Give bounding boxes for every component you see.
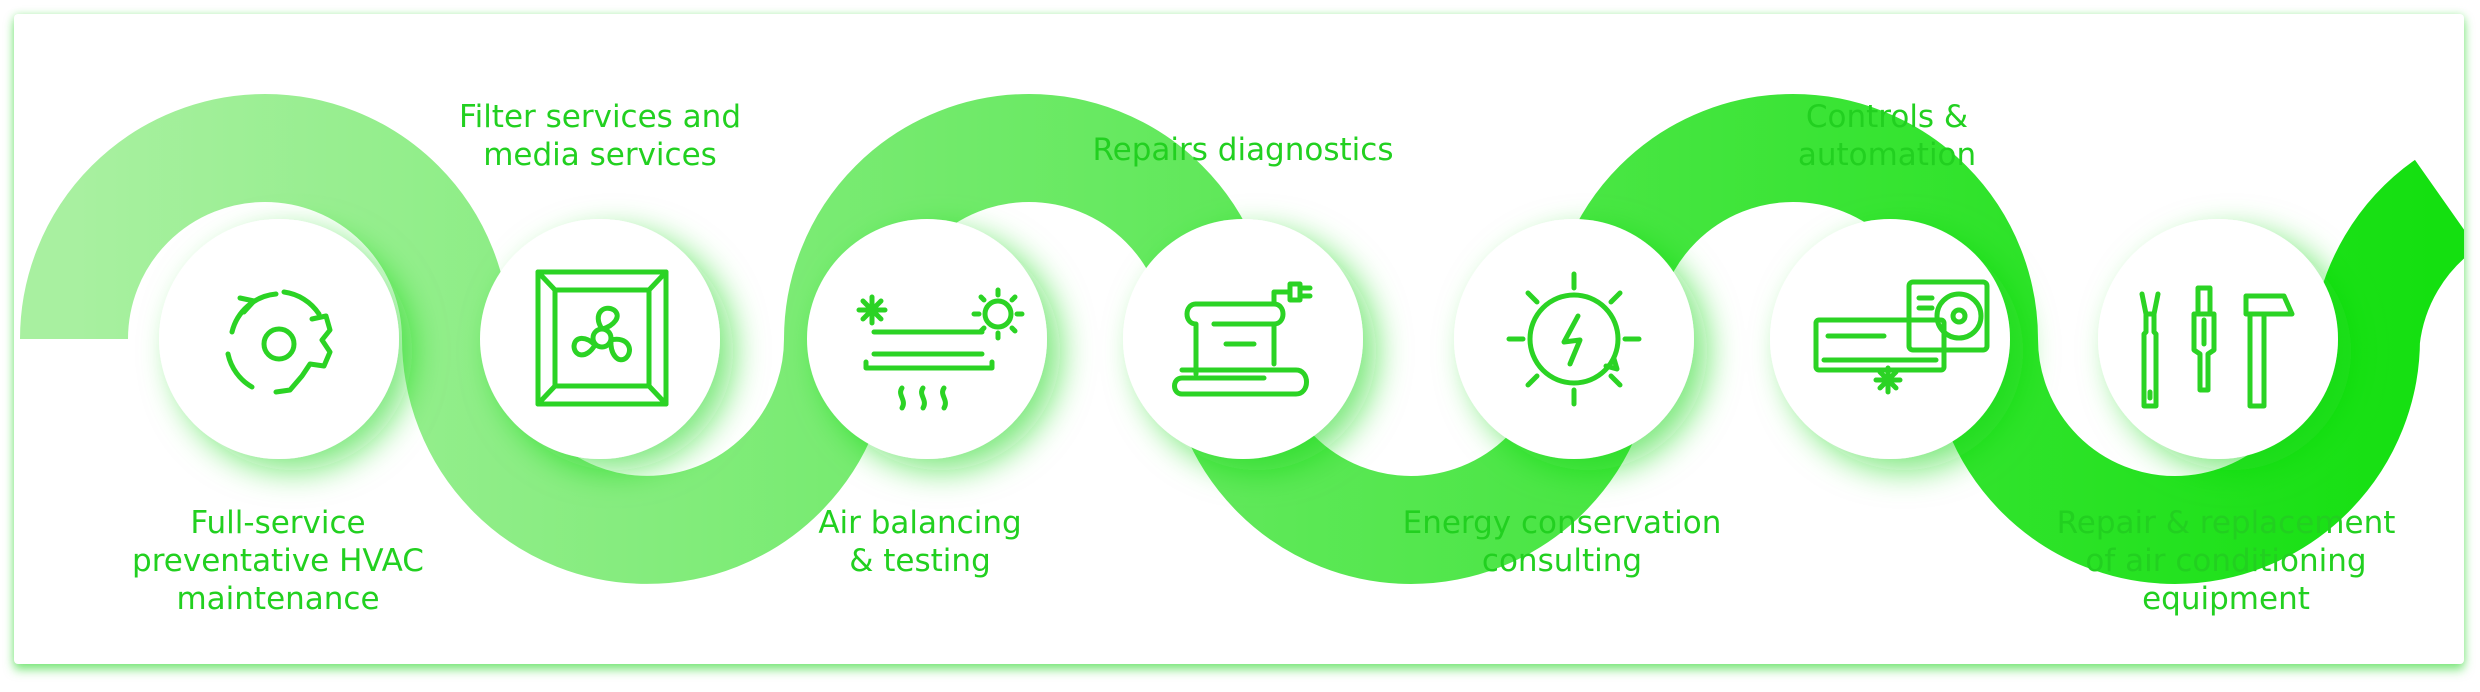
gear-cycle-icon <box>225 289 333 395</box>
ac-units-icon <box>1813 279 1990 395</box>
step-label-2: Filter services and media services <box>459 99 741 173</box>
blueprint-scroll-icon <box>1172 281 1313 397</box>
step-label-1: Full-service preventative HVAC maintenan… <box>132 505 424 617</box>
step-label-3: Air balancing & testing <box>818 505 1022 579</box>
air-conditioner-icon <box>856 287 1025 411</box>
step-circle-7 <box>2098 219 2338 459</box>
energy-sun-icon <box>1506 271 1642 407</box>
step-label-4: Repairs diagnostics <box>1092 132 1394 168</box>
process-card: Full-service preventative HVAC maintenan… <box>14 14 2464 664</box>
step-circle-2 <box>480 219 720 459</box>
step-label-7: Repair & replacement of air conditioning… <box>2056 505 2396 617</box>
step-circle-4 <box>1123 219 1363 459</box>
step-circle-6 <box>1770 219 2010 459</box>
fan-filter-icon <box>535 269 669 407</box>
step-label-6: Controls & automation <box>1797 99 1977 173</box>
step-circle-3 <box>807 219 1047 459</box>
step-circle-1 <box>159 219 399 459</box>
tools-icon <box>2139 285 2295 409</box>
process-wave <box>20 94 2464 584</box>
step-label-5: Energy conservation consulting <box>1402 505 1722 579</box>
